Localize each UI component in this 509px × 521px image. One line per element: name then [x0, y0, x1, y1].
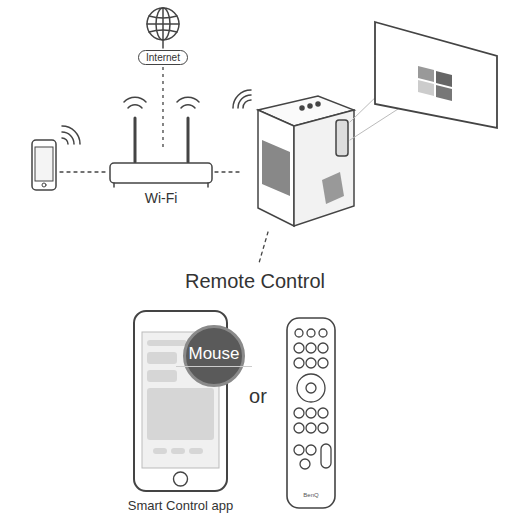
remote-button: [294, 445, 304, 455]
remote-button: [294, 343, 304, 353]
remote-button: [318, 408, 328, 418]
remote-button: [306, 358, 316, 368]
internet-pill: Internet: [138, 50, 188, 65]
remote-button: [294, 408, 304, 418]
remote-button: [295, 329, 303, 337]
wifi-router: Wi-Fi: [108, 150, 214, 212]
node-text: Mouse: [176, 344, 252, 367]
remote-button: [306, 445, 316, 455]
or-text: or: [249, 385, 267, 408]
remote-button: [318, 358, 328, 368]
node-text: Smart Control app: [105, 498, 256, 513]
remote-button: [306, 423, 316, 433]
node-text: Wi-Fi: [108, 190, 214, 206]
remote-button: [318, 343, 328, 353]
remote-button: [307, 329, 315, 337]
remote-button: [300, 459, 310, 469]
dashed-link: [162, 67, 163, 150]
section-title: Remote Control: [185, 270, 325, 293]
remote-button: [319, 329, 327, 337]
node-text: Internet: [146, 51, 180, 64]
remote-button: [318, 423, 328, 433]
remote-button: [294, 423, 304, 433]
remote-button: [306, 408, 316, 418]
remote-button: [306, 343, 316, 353]
mouse-button: Mouse: [183, 325, 245, 387]
brand-logo: BenQ: [303, 492, 318, 498]
smart-control-phone: MouseSmart Control app: [133, 310, 228, 492]
remote-button: [294, 358, 304, 368]
